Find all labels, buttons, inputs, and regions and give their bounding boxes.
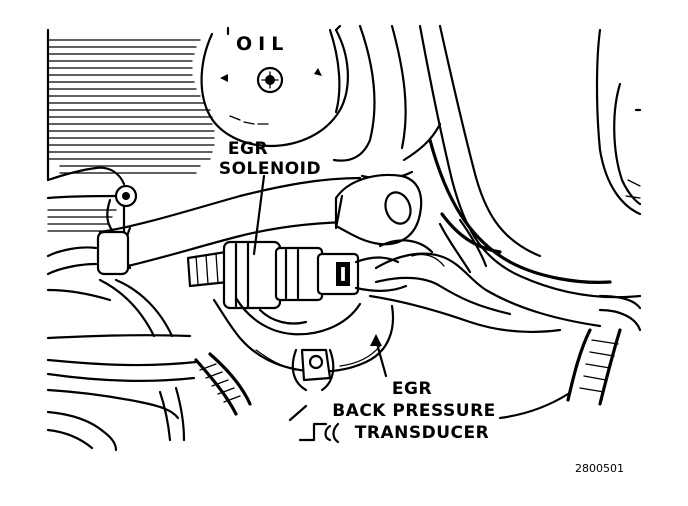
egr-back-pressure-transducer [212,296,394,392]
egr-solenoid-label-line1: EGR [228,139,268,159]
wiring-harness [46,352,252,452]
bottom-connector [288,404,340,444]
egr-tube [46,176,362,276]
right-hose-end [566,294,642,406]
oil-cap-text: OIL [236,33,289,55]
egr-solenoid-leader [252,174,266,256]
transducer-label-line1: EGR [392,379,432,399]
egr-solenoid-label: EGR SOLENOID [219,139,321,179]
right-frame-curve [428,138,612,284]
vacuum-hoses [368,218,602,334]
oil-filler-cap: OIL [200,24,349,148]
valve-cover-hatching [46,28,215,232]
egr-solenoid [186,240,408,310]
mounting-bracket [334,173,423,246]
egr-solenoid-label-line2: SOLENOID [219,159,321,179]
back-pressure-transducer-label: EGR BACK PRESSURE TRANSDUCER [332,379,496,443]
figure-id: 2800501 [575,462,624,475]
transducer-label-line2: BACK PRESSURE [332,401,496,421]
leader-lines [252,174,570,420]
left-hose-area [46,278,192,340]
transducer-hose-leader [498,392,570,420]
transducer-label-line3: TRANSDUCER [355,423,489,443]
